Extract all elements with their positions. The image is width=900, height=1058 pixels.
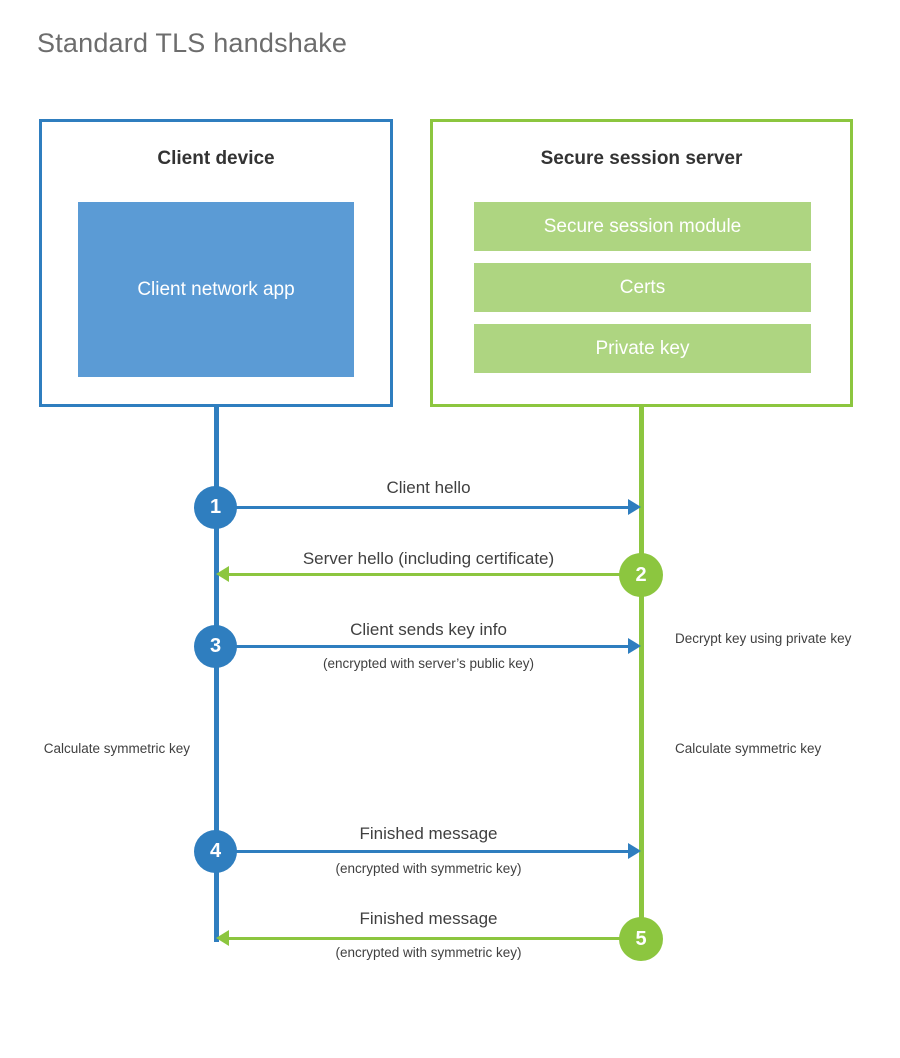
client-network-app-block: Client network app	[78, 202, 354, 377]
secure-session-server-title: Secure session server	[540, 148, 743, 169]
client-network-app-label: Client network app	[137, 278, 295, 300]
step-1-arrow-line	[216, 506, 628, 509]
step-5-arrow-line	[229, 937, 628, 940]
step-2-label: Server hello (including certificate)	[302, 549, 555, 568]
step-1-label: Client hello	[386, 478, 471, 497]
step-4-label: Finished message	[359, 824, 498, 843]
server-lifeline	[639, 407, 644, 939]
step-marker-5: 5	[619, 917, 663, 961]
step-4-sublabel: (encrypted with symmetric key)	[335, 861, 522, 876]
secure-session-server-box: Secure session server Secure session mod…	[430, 119, 853, 407]
secure-session-module-label: Secure session module	[543, 215, 742, 237]
step-3-arrow-line	[216, 645, 628, 648]
server-calculate-symmetric-key-note: Calculate symmetric key	[675, 741, 822, 756]
step-3-arrow-head-icon	[628, 638, 641, 654]
client-device-box: Client device Client network app	[39, 119, 393, 407]
step-4-arrow-head-icon	[628, 843, 641, 859]
private-key-label: Private key	[595, 337, 690, 359]
step-2-arrow-line	[229, 573, 628, 576]
client-lifeline	[214, 407, 219, 942]
client-device-title: Client device	[157, 148, 275, 169]
step-2-arrow-head-icon	[216, 566, 229, 582]
step-5-arrow-head-icon	[216, 930, 229, 946]
step-4-arrow-line	[216, 850, 628, 853]
page-title: Standard TLS handshake	[37, 28, 348, 58]
step-marker-1: 1	[194, 486, 237, 529]
certs-label: Certs	[619, 276, 666, 298]
client-calculate-symmetric-key-note: Calculate symmetric key	[43, 741, 190, 756]
step-3-sublabel: (encrypted with server’s public key)	[322, 656, 535, 671]
decrypt-key-note: Decrypt key using private key	[675, 631, 852, 646]
secure-session-module-block: Secure session module	[474, 202, 811, 251]
step-marker-4: 4	[194, 830, 237, 873]
step-5-sublabel: (encrypted with symmetric key)	[335, 945, 522, 960]
certs-block: Certs	[474, 263, 811, 312]
private-key-block: Private key	[474, 324, 811, 373]
step-5-label: Finished message	[359, 909, 498, 928]
step-1-arrow-head-icon	[628, 499, 641, 515]
step-marker-2: 2	[619, 553, 663, 597]
step-marker-3: 3	[194, 625, 237, 668]
step-3-label: Client sends key info	[350, 620, 507, 639]
